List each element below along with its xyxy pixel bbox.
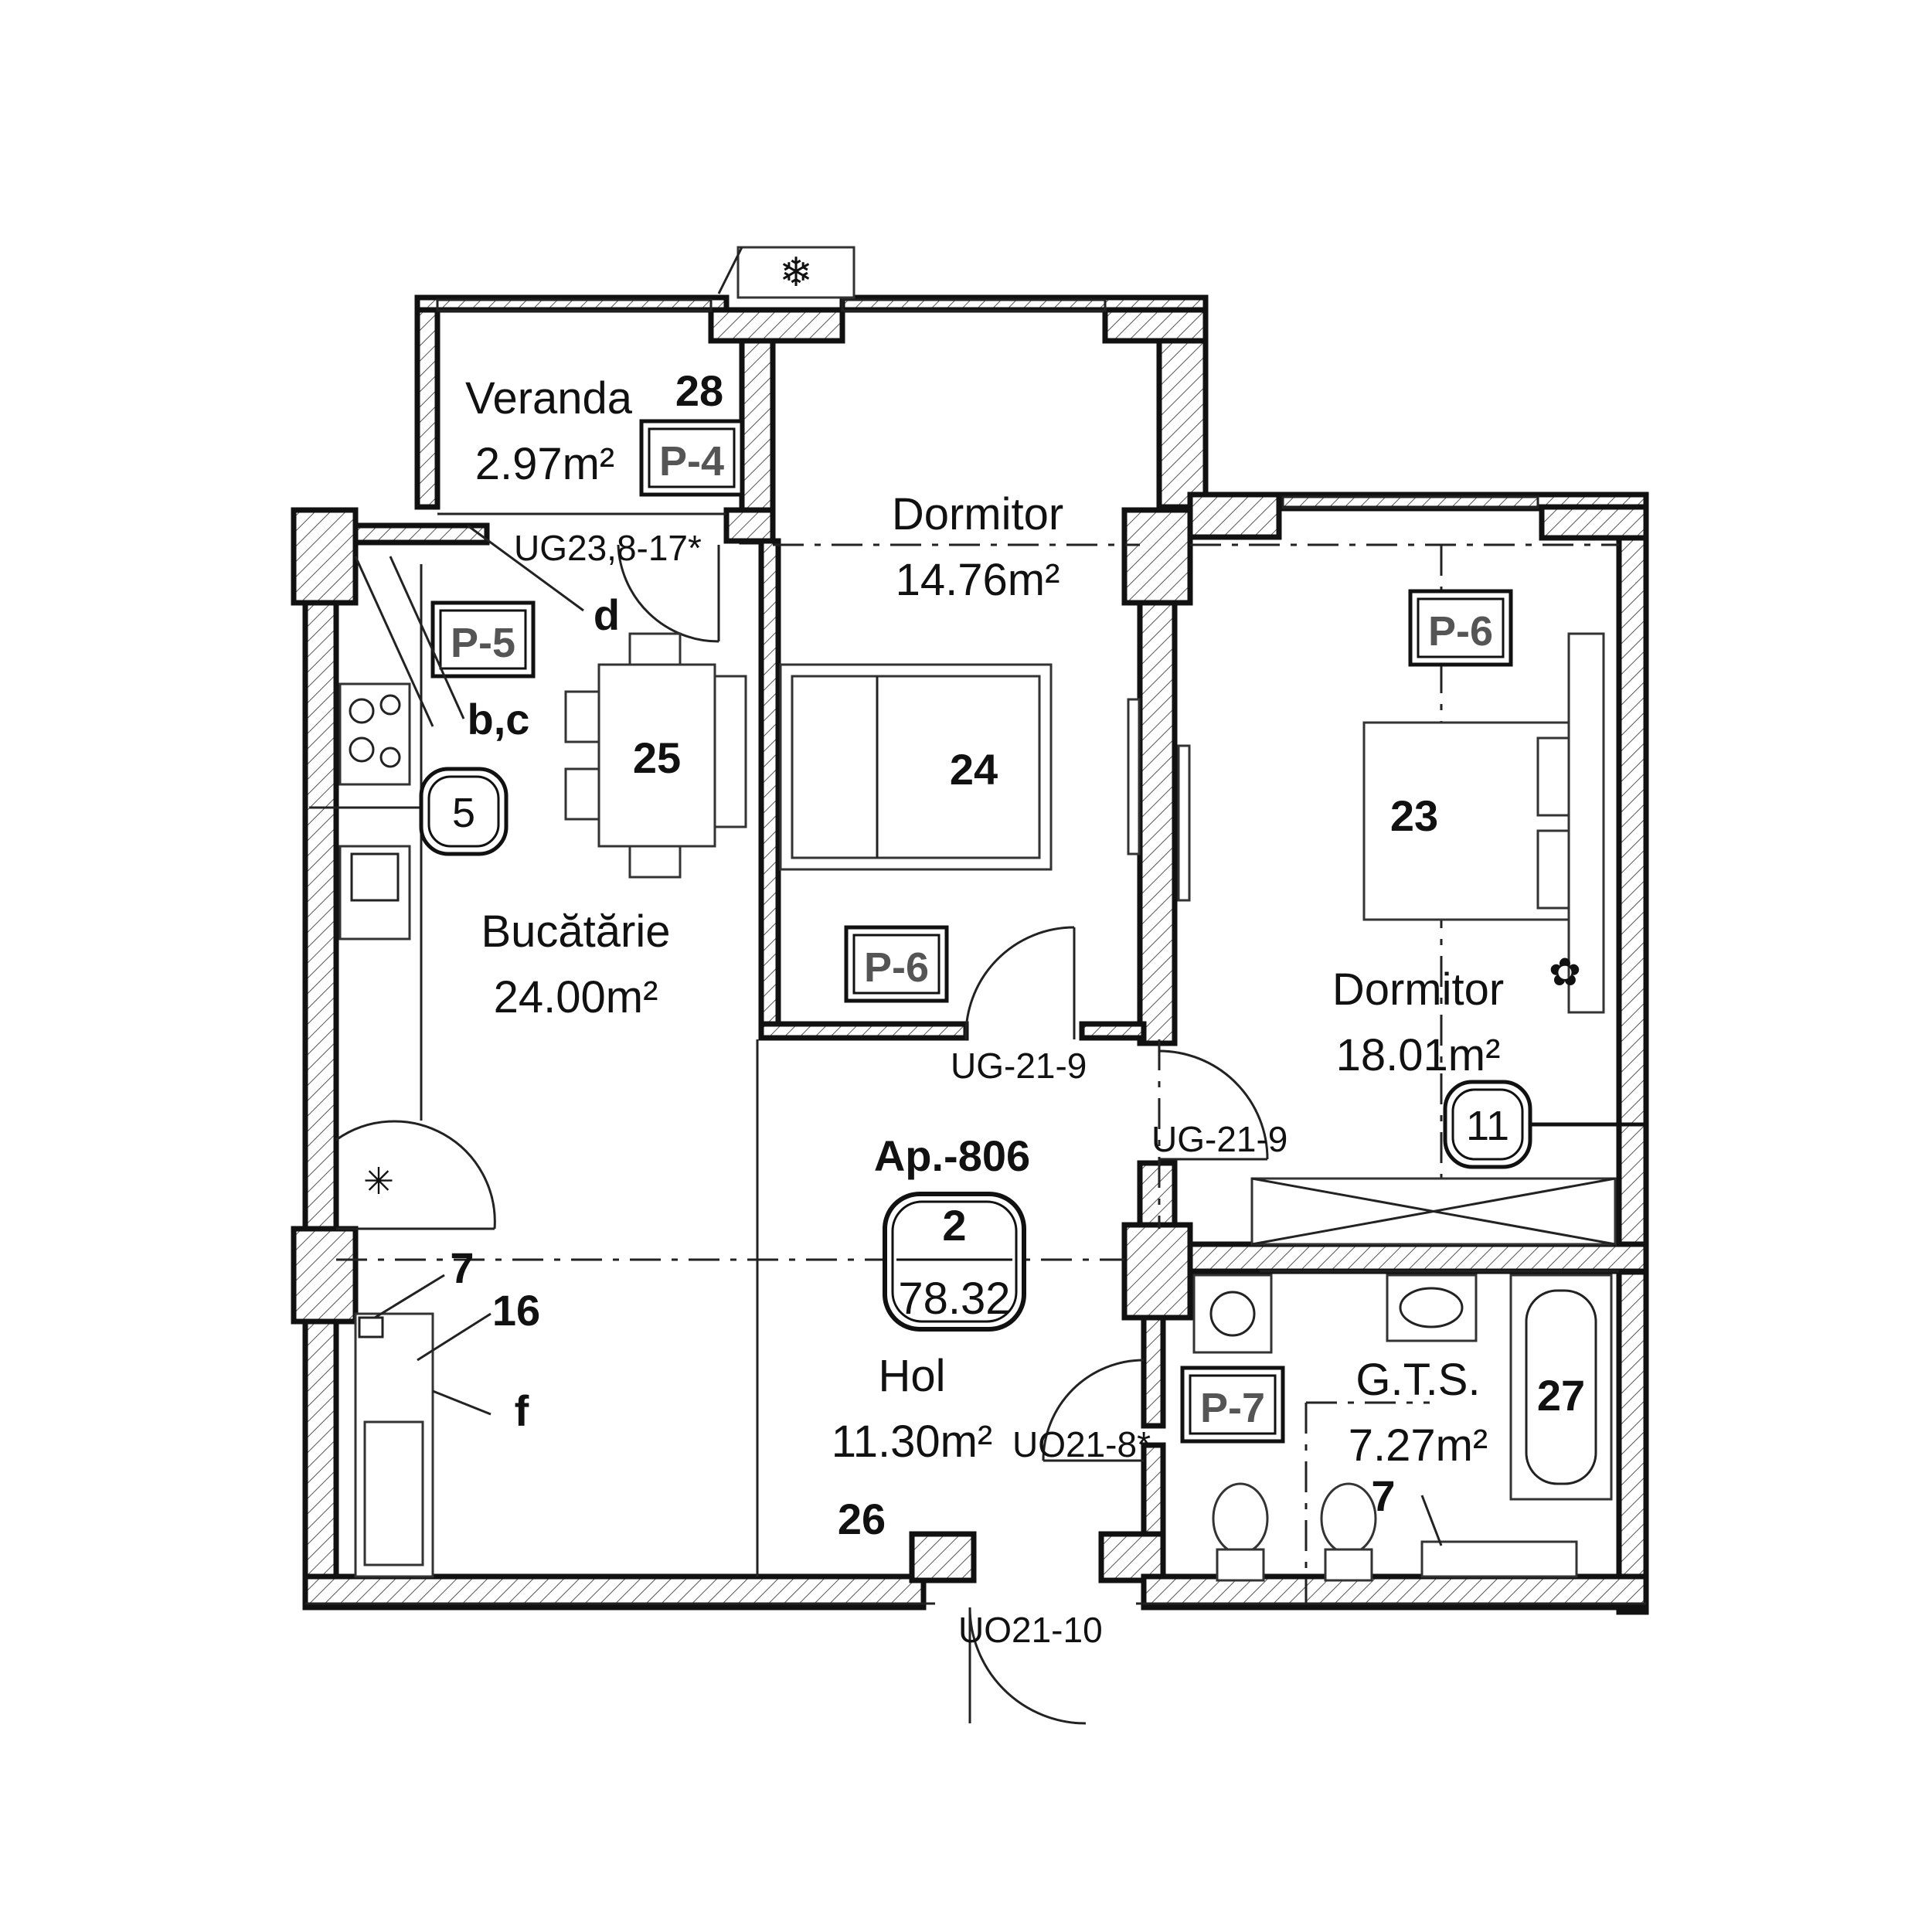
entrance-jamb-right bbox=[1098, 1531, 1166, 1583]
dining-table bbox=[564, 632, 747, 879]
tag-bedroom1: P-6 bbox=[844, 925, 949, 1003]
kitchen-top-wall-right bbox=[723, 507, 776, 544]
veranda-number: 28 bbox=[675, 366, 723, 415]
marker-circle-5: 5 bbox=[419, 767, 509, 856]
marker-7-right: 7 bbox=[1371, 1471, 1395, 1520]
tag-bathroom: P-7 bbox=[1180, 1366, 1285, 1444]
bedroom1-bottom-partition-a bbox=[758, 1021, 969, 1041]
bedroom1-right-upper-wall bbox=[1156, 338, 1209, 510]
svg-text:P-4: P-4 bbox=[659, 438, 724, 485]
svg-text:5: 5 bbox=[452, 790, 475, 836]
svg-text:11: 11 bbox=[1466, 1103, 1509, 1149]
kitchen-area: 24.00m² bbox=[494, 972, 658, 1022]
toilet-icon bbox=[1212, 1482, 1269, 1555]
right-outer-wall-upper bbox=[1616, 535, 1649, 1252]
door-code-bedroom1: UG-21-9 bbox=[951, 1046, 1087, 1086]
bedroom1-number: 24 bbox=[950, 745, 998, 794]
windows bbox=[436, 298, 1539, 515]
door-code-bathroom: UO21-8* bbox=[1012, 1424, 1151, 1464]
bedroom2-top-left bbox=[1187, 492, 1282, 540]
bedroom2-furniture: ✿ bbox=[1250, 632, 1617, 1246]
doors bbox=[335, 544, 1269, 1725]
bathroom-name: G.T.S. bbox=[1355, 1355, 1480, 1405]
kitchen-top-wall bbox=[352, 522, 490, 546]
apartment-label: Ap.-806 bbox=[874, 1131, 1030, 1180]
walls bbox=[291, 294, 1649, 1615]
veranda-left-wall bbox=[414, 307, 440, 510]
snowflake-icon: ❄ bbox=[779, 250, 813, 295]
bedroom1-area: 14.76m² bbox=[896, 555, 1060, 605]
hall-number: 26 bbox=[838, 1495, 886, 1543]
bedroom2-number: 23 bbox=[1390, 791, 1438, 840]
bathroom-area: 7.27m² bbox=[1349, 1420, 1488, 1471]
svg-text:P-5: P-5 bbox=[451, 620, 515, 666]
svg-text:P-7: P-7 bbox=[1200, 1385, 1265, 1431]
hall-cabinet bbox=[354, 1312, 434, 1578]
tag-bedroom2: P-6 bbox=[1408, 589, 1513, 667]
marker-7-left: 7 bbox=[450, 1243, 474, 1292]
bedroom1-left-partition bbox=[758, 538, 781, 1039]
column-top-middle bbox=[708, 307, 845, 344]
bathroom-number: 27 bbox=[1537, 1371, 1585, 1420]
bedroom1-furniture bbox=[779, 663, 1191, 902]
svg-text:P-6: P-6 bbox=[1428, 608, 1493, 655]
left-column-top bbox=[291, 507, 359, 606]
door-code-entrance: UO21-10 bbox=[958, 1610, 1103, 1650]
bedroom1-name: Dormitor bbox=[892, 489, 1063, 539]
bathroom-left-wall-upper bbox=[1141, 1315, 1166, 1429]
left-column-bottom bbox=[291, 1226, 359, 1325]
bedroom2-area: 18.01m² bbox=[1336, 1030, 1501, 1080]
apartment-area: 78.32 bbox=[898, 1274, 1010, 1324]
svg-text:P-6: P-6 bbox=[864, 944, 929, 991]
fan-icon: ✳ bbox=[363, 1162, 394, 1202]
middle-column-bottom bbox=[1121, 1222, 1193, 1321]
bathroom-fixtures bbox=[1192, 1274, 1613, 1582]
bedroom-divider-wall bbox=[1137, 600, 1178, 1046]
plant-icon: ✿ bbox=[1549, 951, 1581, 994]
bedroom2-name: Dormitor bbox=[1332, 964, 1504, 1015]
entrance-jamb-left bbox=[909, 1531, 977, 1583]
bidet-icon bbox=[1320, 1482, 1377, 1555]
marker-circle-11: 11 bbox=[1443, 1080, 1646, 1169]
ac-unit: ❄ bbox=[717, 246, 855, 299]
stove-icon bbox=[338, 682, 411, 786]
bedroom2-bottom-wall bbox=[1187, 1241, 1649, 1274]
right-outer-wall-lower bbox=[1616, 1269, 1649, 1615]
bedroom1-corner-top bbox=[1102, 307, 1209, 344]
left-outer-wall bbox=[302, 538, 339, 1583]
tag-kitchen: P-5 bbox=[430, 600, 536, 679]
marker-16: 16 bbox=[492, 1286, 540, 1335]
hall-name: Hol bbox=[878, 1351, 945, 1401]
bedroom1-bottom-partition-b bbox=[1079, 1021, 1147, 1041]
door-code-bedroom2: UG-21-9 bbox=[1151, 1119, 1287, 1159]
hall-area: 11.30m² bbox=[832, 1417, 992, 1467]
marker-bc: b,c bbox=[468, 695, 530, 743]
veranda-area: 2.97m² bbox=[475, 439, 615, 489]
kitchen-fixtures: ✳ bbox=[309, 556, 434, 1202]
kitchen-name: Bucătărie bbox=[481, 906, 670, 957]
marker-d: d bbox=[594, 590, 620, 639]
bedroom2-top-right bbox=[1539, 504, 1649, 541]
middle-column-top bbox=[1121, 507, 1193, 606]
door-code-veranda: UG23,8-17* bbox=[514, 528, 702, 568]
bottom-wall-left bbox=[302, 1573, 927, 1611]
apartment-badge: Ap.-806 2 78.32 bbox=[874, 1131, 1030, 1332]
tag-veranda: P-4 bbox=[639, 419, 744, 497]
bedroom-divider-wall-low bbox=[1137, 1160, 1178, 1232]
bottom-wall-right bbox=[1141, 1573, 1649, 1611]
veranda-name: Veranda bbox=[465, 373, 633, 423]
washing-machine-icon bbox=[1192, 1274, 1273, 1354]
marker-f: f bbox=[515, 1386, 529, 1435]
apartment-rooms: 2 bbox=[942, 1201, 966, 1250]
kitchen-number: 25 bbox=[633, 733, 681, 782]
